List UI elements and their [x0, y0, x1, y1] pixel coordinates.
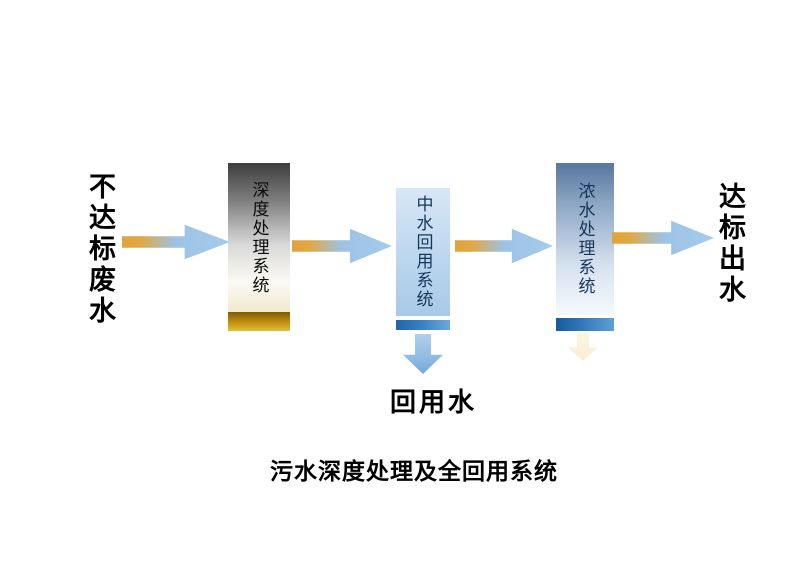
box-deep-treatment-label: 深度处理系统: [249, 180, 269, 295]
flow-arrow-4: [612, 220, 714, 256]
input-water-label: 不达标废水: [85, 172, 115, 327]
diagram-caption: 污水深度处理及全回用系统: [270, 458, 558, 484]
box-concentrate-treatment: 浓水处理系统: [556, 163, 614, 331]
box-deep-treatment-band: [228, 312, 290, 331]
box-water-reuse-label: 中水回用系统: [413, 195, 433, 309]
box-concentrate-treatment-gap: [556, 315, 614, 318]
box-water-reuse-body: 中水回用系统: [396, 188, 450, 316]
flow-arrow-2: [292, 228, 392, 264]
box-concentrate-treatment-label: 浓水处理系统: [575, 182, 595, 296]
box-deep-treatment-body: 深度处理系统: [228, 163, 290, 312]
box-deep-treatment: 深度处理系统: [228, 163, 290, 331]
reuse-down-arrow-icon: [403, 334, 443, 374]
flow-arrow-3: [455, 228, 553, 264]
reuse-water-label: 回用水: [390, 387, 478, 417]
faint-down-arrow-icon: [568, 333, 598, 361]
box-water-reuse-band: [396, 320, 450, 330]
box-concentrate-treatment-band: [556, 318, 614, 331]
flow-arrow-1: [122, 224, 230, 260]
box-concentrate-treatment-body: 浓水处理系统: [556, 163, 614, 315]
output-water-label: 达标出水: [715, 182, 745, 306]
box-water-reuse: 中水回用系统: [396, 188, 450, 330]
box-water-reuse-gap: [396, 316, 450, 320]
